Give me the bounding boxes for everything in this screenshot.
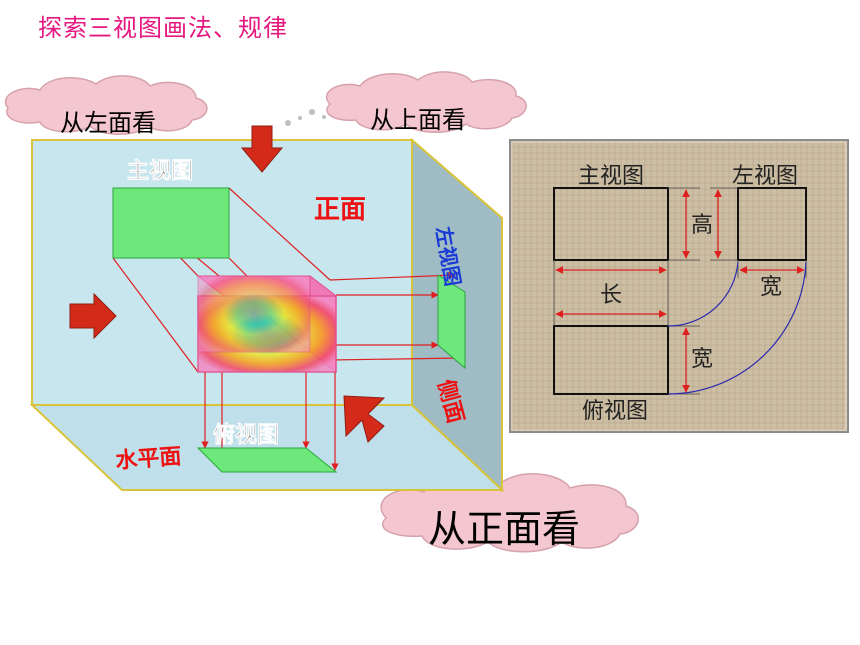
- panel-width-right-label: 宽: [760, 275, 782, 300]
- panel-top-view-rect: [553, 325, 669, 395]
- horizontal-plane-label: 水平面: [115, 444, 183, 474]
- cloud-left-text: 从左面看: [60, 109, 156, 137]
- front-face-label: 正面: [314, 195, 366, 225]
- panel-left-view-label: 左视图: [732, 164, 798, 189]
- cloud-top: 从上面看: [326, 71, 527, 134]
- page-title: 探索三视图画法、规律: [38, 14, 288, 42]
- panel-front-view-rect: [553, 187, 669, 261]
- panel-top-view-label: 俯视图: [582, 399, 648, 424]
- panel-length-label: 长: [600, 283, 622, 308]
- front-view-label: 主视图: [127, 158, 193, 184]
- panel-height-label: 高: [691, 213, 713, 238]
- cloud-top-text: 从上面看: [370, 106, 466, 134]
- panel-left-view-rect: [737, 187, 807, 261]
- arrow-down-icon: [240, 125, 284, 173]
- cloud-front-text: 从正面看: [428, 507, 580, 551]
- arrow-diagonal-icon: [343, 395, 386, 443]
- front-view-projection: [112, 187, 230, 259]
- three-views-panel: 主视图 左视图 俯视图 高 长 宽 宽: [509, 139, 849, 433]
- top-view-projection: [196, 447, 338, 473]
- panel-width-lower-label: 宽: [691, 347, 713, 372]
- cloud-front: 从正面看: [380, 473, 639, 553]
- top-view-label: 俯视图: [213, 422, 279, 448]
- cuboid-object: [196, 274, 338, 374]
- left-view-projection: [437, 274, 466, 370]
- panel-front-view-label: 主视图: [578, 164, 644, 189]
- cloud-left: 从左面看: [4, 75, 208, 137]
- arrow-right-icon: [69, 292, 117, 340]
